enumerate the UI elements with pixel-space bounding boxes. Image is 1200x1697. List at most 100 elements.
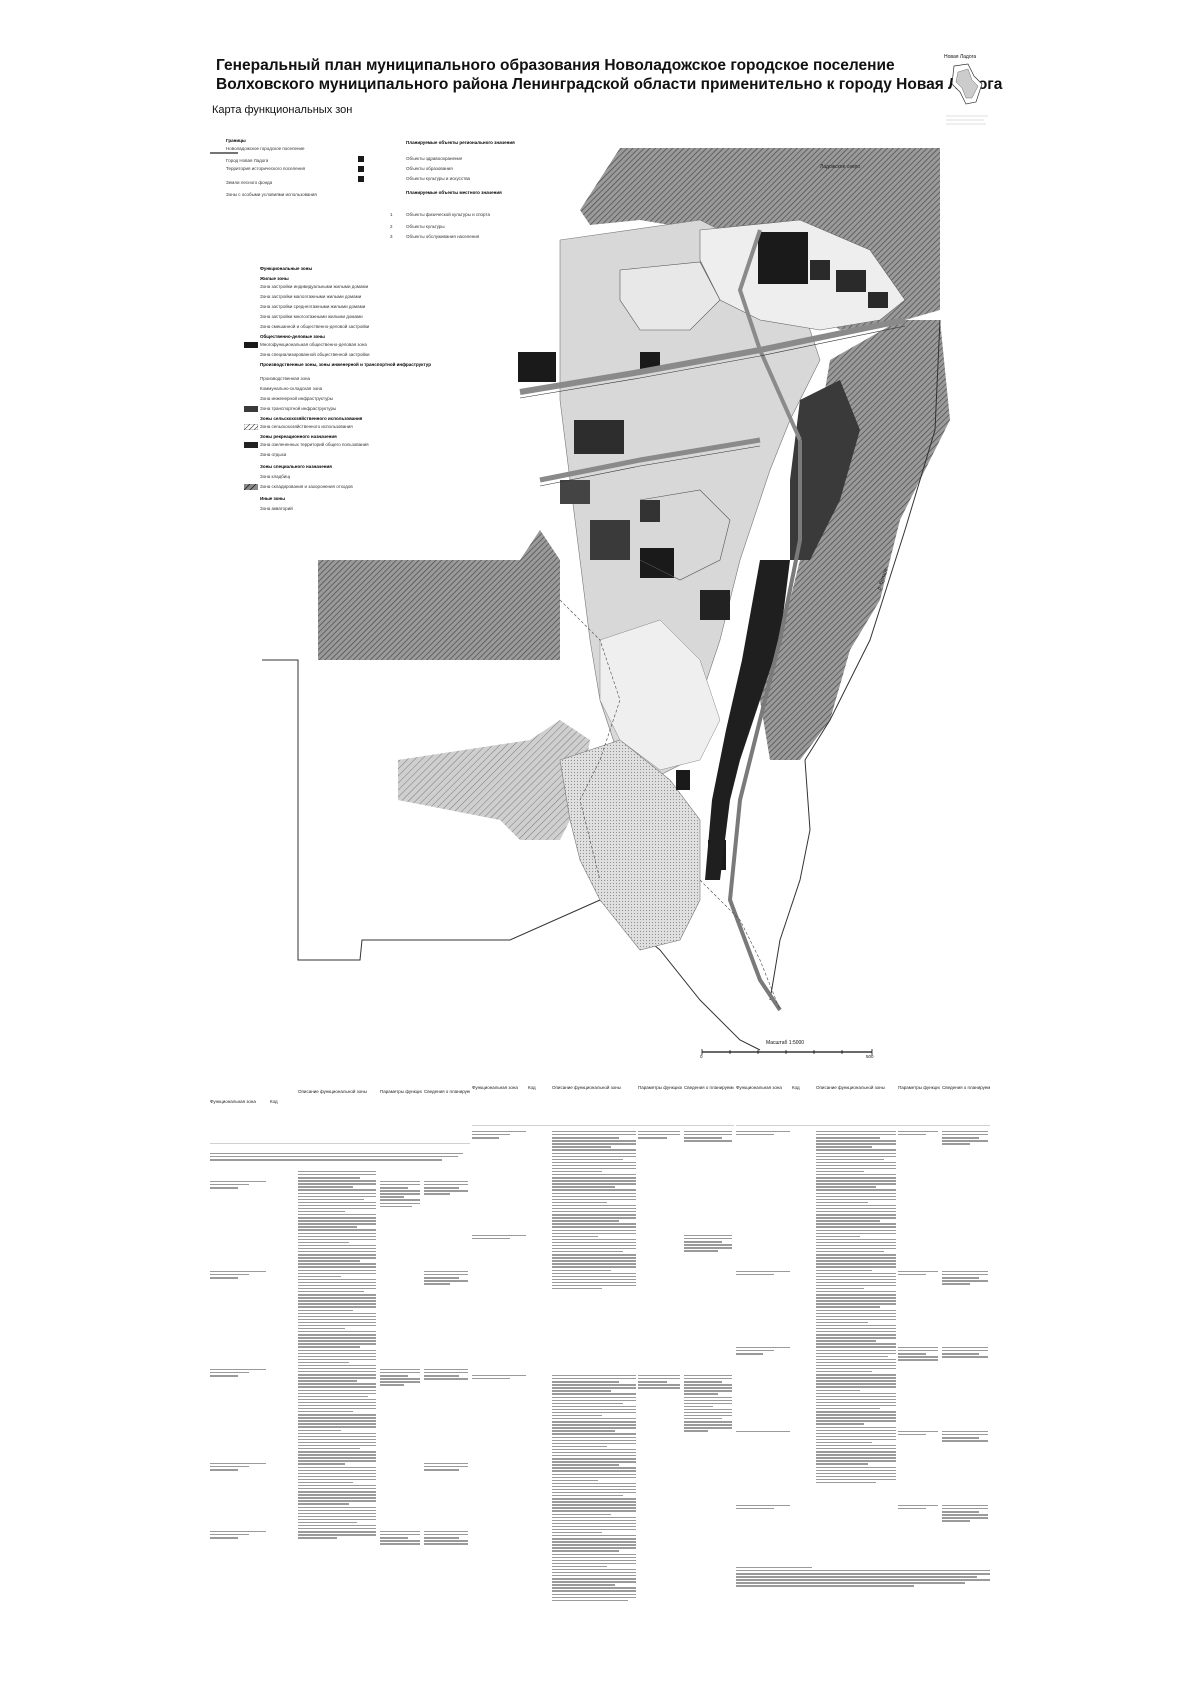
zone-swatch-hatch xyxy=(244,424,258,430)
map-subtitle: Карта функциональных зон xyxy=(212,104,353,116)
table-text-block xyxy=(684,1235,732,1253)
legend-regional-object-item: Объекты образования xyxy=(406,166,453,171)
scale-text: Масштаб 1:5000 xyxy=(766,1040,805,1046)
legend-zone-item: Зона застройки среднеэтажными жилыми дом… xyxy=(260,304,366,309)
table-text-block xyxy=(210,1463,266,1472)
dark-building-block xyxy=(590,520,630,560)
table-text-block xyxy=(210,1531,266,1540)
dark-building-block xyxy=(574,420,624,454)
table-text-block xyxy=(472,1375,526,1381)
legend-group-production: Производственные зоны, зоны инженерной и… xyxy=(260,362,431,367)
table-text-block xyxy=(552,1375,636,1603)
table-text-block xyxy=(898,1505,938,1511)
legend-local-object-marker: 2 xyxy=(390,224,393,229)
table-text-block xyxy=(472,1131,526,1140)
legend-zone-item: Зона смешанной и общественно-деловой зас… xyxy=(260,324,370,329)
table-text-block xyxy=(898,1347,938,1362)
scale-right-value: 500 xyxy=(866,1054,874,1059)
legend-zone-item: Зона специализированной общественной зас… xyxy=(260,352,370,357)
road-edge xyxy=(539,445,761,487)
main-road xyxy=(539,437,761,483)
legend-group-recreation: Зоны рекреационного назначения xyxy=(260,434,337,439)
table-text-block xyxy=(424,1531,468,1546)
table-text-block xyxy=(736,1131,790,1137)
table-text-block xyxy=(210,1181,266,1190)
legend-zone-item: Зона застройки малоэтажными жилыми домам… xyxy=(260,294,362,299)
dark-building-block xyxy=(640,352,660,370)
legend-zone-item: Зона отдыха xyxy=(260,452,287,457)
table-header-parameters: Параметры функциональной зоны xyxy=(380,1089,422,1094)
legend-zone-item: Зона застройки многоэтажными жилыми дома… xyxy=(260,314,363,319)
table-header-description: Описание функциональной зоны xyxy=(298,1089,367,1094)
legend-regional-object-item: Объекты культуры и искусства xyxy=(406,176,471,181)
legend-zone-item: Зона кладбищ xyxy=(260,474,291,479)
zone-swatch-dark xyxy=(244,442,258,448)
table-text-block xyxy=(898,1131,938,1137)
table-rule xyxy=(210,1143,470,1144)
table-text-block xyxy=(898,1271,938,1277)
table-text-block xyxy=(816,1131,896,1485)
legend-border-item: Территория исторического поселения xyxy=(226,166,306,171)
locator-map: Новая Ладога xyxy=(944,54,990,144)
table-text-block xyxy=(380,1369,420,1387)
table-text-block xyxy=(552,1131,636,1291)
legend-zone-item: Производственная зона xyxy=(260,376,311,381)
legend-local-object-item: Объекты обслуживания населения xyxy=(406,234,480,239)
legend-group-other: Иные зоны xyxy=(260,496,285,501)
scale-bar: Масштаб 1:5000 0 500 xyxy=(700,1040,880,1062)
legend-group-public: Общественно-деловые зоны xyxy=(260,334,325,339)
river-bank-hatched-area xyxy=(760,320,950,760)
western-field-zone xyxy=(318,530,560,660)
table-text-block xyxy=(942,1271,988,1286)
legend-zone-item: Зона складирования и захоронения отходов xyxy=(260,484,353,489)
table-note-block xyxy=(736,1567,990,1589)
table-header-parameters: Параметры функциональной зоны xyxy=(638,1085,682,1090)
dashed-zone-boundary xyxy=(559,599,621,881)
zone-swatch-hatch xyxy=(244,484,258,490)
table-text-block xyxy=(424,1369,468,1381)
legend-border-item: Новоладожское городское поселение xyxy=(226,146,305,151)
table-text-block xyxy=(942,1131,988,1146)
map-title-line-1: Генеральный план муниципального образова… xyxy=(216,57,895,74)
table-text-block xyxy=(736,1431,790,1434)
locator-label: Новая Ладога xyxy=(944,54,977,60)
table-text-block xyxy=(472,1235,526,1241)
block-outline xyxy=(639,489,731,581)
table-text-block xyxy=(210,1271,266,1280)
legend-zone-item: Многофункциональная общественно-деловая … xyxy=(260,342,367,347)
dark-building-block xyxy=(676,770,690,790)
scale-ruler xyxy=(701,1049,873,1055)
dark-building-block xyxy=(560,480,590,504)
locator-map-shape xyxy=(946,63,988,125)
table-header-parameters: Параметры функциональной зоны xyxy=(898,1085,940,1090)
road-edge xyxy=(519,325,906,399)
table-text-block xyxy=(638,1131,680,1140)
legend-border-item: Город Новая Ладога xyxy=(226,158,269,163)
legend-zone-item: Зона озелененных территорий общего польз… xyxy=(260,442,369,447)
table-text-block xyxy=(684,1131,732,1143)
block-outline xyxy=(619,261,721,331)
legend-local-object-item: Объекты физической культуры и спорта xyxy=(406,212,490,217)
dark-building-block xyxy=(868,292,888,308)
table-text-block xyxy=(210,1153,468,1162)
table-header-objects: Сведения о планируемых для размещения об… xyxy=(942,1085,990,1090)
table-text-block xyxy=(736,1505,790,1511)
table-header-code: Код xyxy=(270,1099,278,1104)
table-text-block xyxy=(424,1463,468,1472)
legend-group-special: Зоны специального назначения xyxy=(260,464,332,469)
zone-description-tables: Функциональная зона Код Описание функцио… xyxy=(210,1085,990,1675)
map-legend: Границы Новоладожское городское поселени… xyxy=(210,138,630,558)
legend-regional-object-item: Объекты здравоохранения xyxy=(406,156,463,161)
legend-zone-item: Зона инженерной инфраструктуры xyxy=(260,396,333,401)
table-text-block xyxy=(736,1271,790,1277)
table-header-zone: Функциональная зона xyxy=(472,1085,518,1090)
main-road xyxy=(519,317,906,395)
legend-border-item: Земли лесного фонда xyxy=(226,180,273,185)
southern-residential-zone xyxy=(559,739,701,951)
legend-group-residential: Жилые зоны xyxy=(260,276,289,281)
dark-building-block xyxy=(640,500,660,522)
legend-zone-item: Зона акваторий xyxy=(260,506,293,511)
dark-building-block xyxy=(700,590,730,620)
table-text-block xyxy=(210,1369,266,1378)
regional-object-symbol xyxy=(358,176,364,182)
